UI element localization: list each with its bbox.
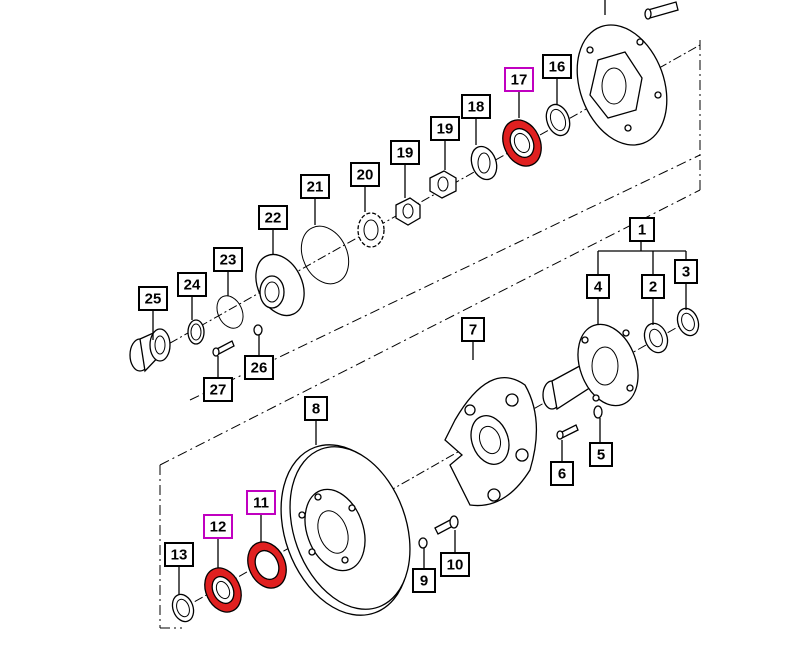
callout-19b: 19 bbox=[390, 140, 420, 165]
callout-11: 11 bbox=[246, 490, 276, 515]
callout-8: 8 bbox=[304, 396, 328, 421]
svg-text:22: 22 bbox=[265, 210, 282, 227]
part-17-bearing bbox=[502, 119, 542, 167]
callout-16: 16 bbox=[542, 54, 572, 79]
part-9-washer bbox=[418, 537, 428, 549]
callout-7: 7 bbox=[461, 317, 485, 342]
svg-text:23: 23 bbox=[220, 252, 237, 269]
part-12-bearing bbox=[204, 567, 242, 613]
callout-10: 10 bbox=[440, 552, 470, 577]
svg-text:7: 7 bbox=[469, 322, 477, 339]
part-16-ring bbox=[545, 103, 571, 137]
svg-text:11: 11 bbox=[253, 495, 269, 512]
callout-2: 2 bbox=[641, 274, 665, 299]
svg-text:13: 13 bbox=[171, 547, 188, 564]
upper-hub bbox=[576, 1, 679, 146]
svg-text:9: 9 bbox=[420, 573, 428, 590]
part-26-washer bbox=[253, 324, 263, 336]
part-4-spindle bbox=[542, 323, 639, 411]
part-20-lock-washer bbox=[357, 212, 385, 248]
part-19a-nut bbox=[395, 197, 421, 226]
callout-22: 22 bbox=[258, 205, 288, 230]
part-5-washer bbox=[593, 405, 603, 419]
svg-text:5: 5 bbox=[597, 447, 605, 464]
svg-text:27: 27 bbox=[210, 382, 227, 399]
part-3-seal bbox=[676, 307, 700, 337]
svg-text:2: 2 bbox=[649, 279, 657, 296]
callout-25: 25 bbox=[138, 286, 168, 311]
part-25-sleeve bbox=[129, 328, 171, 373]
part-6-bolt bbox=[556, 424, 579, 440]
callout-5: 5 bbox=[589, 442, 613, 467]
callout-3: 3 bbox=[674, 259, 698, 284]
part-23-o-ring bbox=[216, 295, 244, 329]
callout-6: 6 bbox=[550, 461, 574, 486]
svg-text:24: 24 bbox=[184, 277, 201, 294]
callout-21: 21 bbox=[300, 174, 330, 199]
part-18-washer bbox=[470, 145, 498, 181]
callout-26: 26 bbox=[244, 355, 274, 380]
part-19b-nut bbox=[429, 170, 457, 199]
callout-18: 18 bbox=[461, 94, 491, 119]
svg-text:25: 25 bbox=[145, 291, 162, 308]
part-24-ring bbox=[187, 319, 205, 345]
part-22-flange bbox=[255, 253, 305, 317]
part-7-splash-shield bbox=[444, 377, 538, 507]
svg-text:8: 8 bbox=[312, 401, 320, 418]
part-8-brake-disc bbox=[280, 444, 411, 616]
callout-1: 1 bbox=[629, 217, 655, 242]
svg-text:4: 4 bbox=[594, 279, 603, 296]
svg-text:19: 19 bbox=[397, 145, 414, 162]
part-27-bolt bbox=[212, 340, 235, 357]
callout-19a: 19 bbox=[430, 116, 460, 141]
callout-20: 20 bbox=[350, 162, 380, 187]
svg-text:26: 26 bbox=[251, 360, 268, 377]
svg-text:21: 21 bbox=[307, 179, 324, 196]
callout-27: 27 bbox=[203, 377, 233, 402]
callout-4: 4 bbox=[586, 274, 610, 299]
svg-text:16: 16 bbox=[549, 59, 566, 76]
svg-text:1: 1 bbox=[638, 222, 646, 239]
svg-text:10: 10 bbox=[447, 557, 464, 574]
part-13-washer bbox=[171, 593, 195, 623]
part-10-bolt bbox=[434, 515, 459, 535]
part-2-bearing bbox=[643, 322, 669, 354]
callout-13: 13 bbox=[164, 542, 194, 567]
svg-text:3: 3 bbox=[682, 264, 690, 281]
leader-lines bbox=[152, 0, 687, 595]
frame-lines bbox=[159, 40, 701, 629]
svg-text:12: 12 bbox=[210, 519, 227, 536]
part-11-bearing-race bbox=[247, 541, 287, 589]
svg-text:6: 6 bbox=[558, 466, 566, 483]
svg-text:17: 17 bbox=[511, 72, 528, 89]
callout-9: 9 bbox=[412, 568, 436, 593]
callout-labels: 1 2 3 4 5 6 7 8 9 10 11 12 13 16 17 18 1… bbox=[138, 54, 698, 593]
callout-23: 23 bbox=[213, 247, 243, 272]
svg-text:20: 20 bbox=[357, 167, 374, 184]
svg-text:19: 19 bbox=[437, 121, 454, 138]
callout-12: 12 bbox=[203, 514, 233, 539]
callout-24: 24 bbox=[177, 272, 207, 297]
callout-17: 17 bbox=[504, 67, 534, 92]
part-21-large-o-ring bbox=[300, 225, 350, 285]
svg-text:18: 18 bbox=[468, 99, 485, 116]
